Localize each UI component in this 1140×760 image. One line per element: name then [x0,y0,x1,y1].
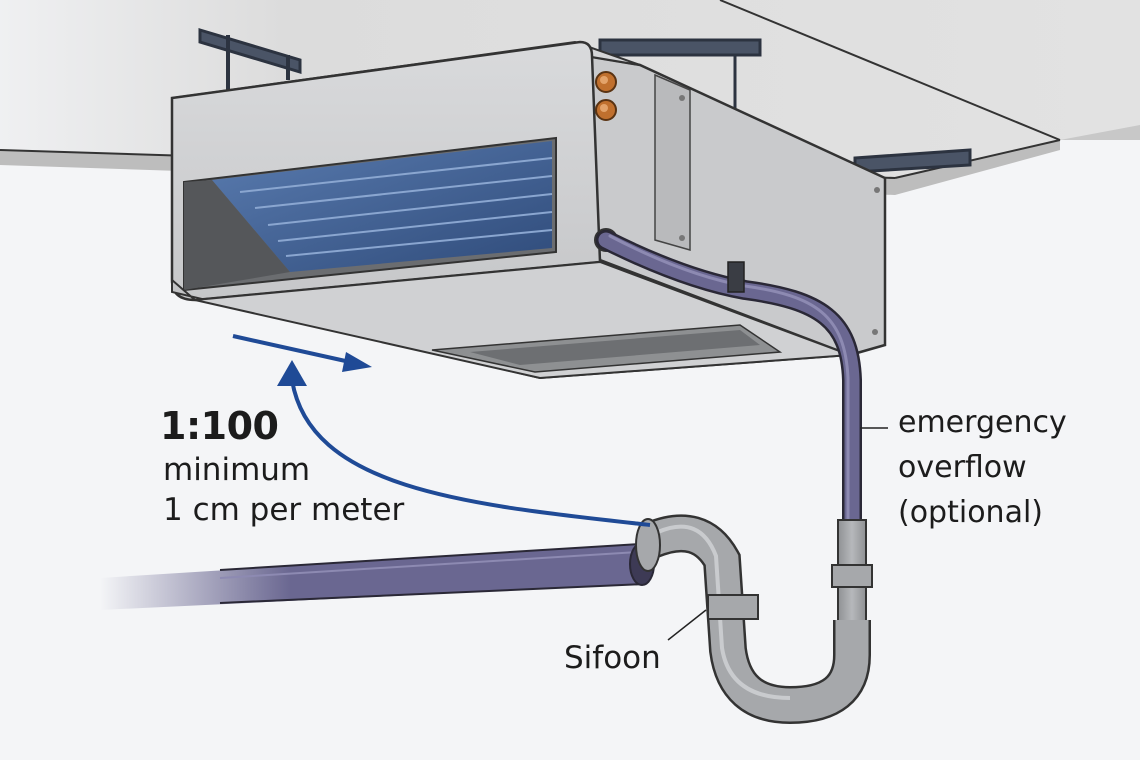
slope-per-meter-label: 1 cm per meter [163,492,405,528]
p-trap [635,514,871,725]
trap-leader [667,609,707,641]
slope-minimum-label: minimum [163,452,311,488]
slope-ratio-label: 1:100 [160,404,279,448]
overflow-line-1: emergency [898,405,1067,440]
horizontal-drain-pipe [100,542,655,610]
heat-exchanger-coil [183,136,557,292]
airflow-arrow [232,334,372,372]
slope-arrow [277,360,651,527]
emergency-overflow-pipe [596,230,862,535]
copper-connections [595,71,617,121]
trap-label: Sifoon [564,640,661,676]
overflow-line-2: overflow [898,450,1027,485]
emergency-overflow-label: emergency overflow (optional) [898,400,1067,535]
unit-bottom [171,260,851,380]
overflow-line-3: (optional) [898,495,1043,530]
